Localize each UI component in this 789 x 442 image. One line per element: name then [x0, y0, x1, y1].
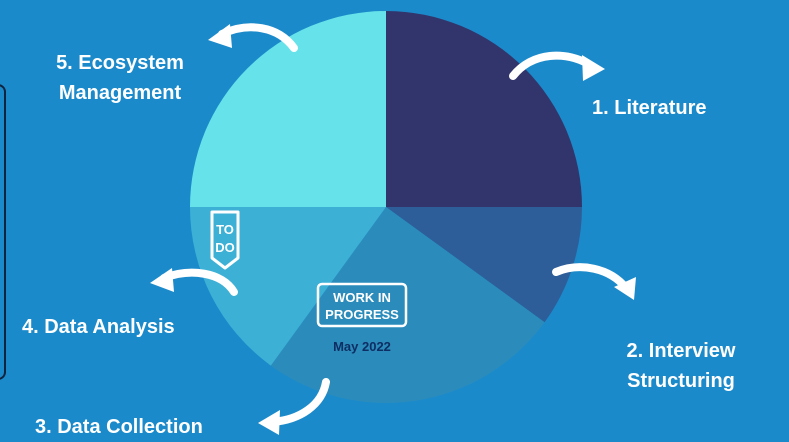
label-ecosystem-line1: 5. Ecosystem: [56, 52, 184, 74]
pie-slice-3: [270, 207, 545, 403]
todo-line2: DO: [215, 240, 235, 255]
arrow-literature: [509, 51, 605, 81]
label-literature: 1. Literature: [592, 97, 707, 119]
todo-badge-icon: TO DO: [210, 210, 240, 270]
label-data-analysis: 4. Data Analysis: [22, 316, 175, 338]
pie-slice-1: [386, 11, 582, 207]
curved-arrow-icon: [552, 263, 630, 292]
work-in-progress-stamp-icon: WORK IN PROGRESS: [316, 282, 408, 328]
arrow-ecosystem: [208, 23, 298, 52]
label-data-collection: 3. Data Collection: [35, 416, 203, 438]
arrow-interview: [552, 263, 636, 300]
label-interview-structuring: 2. Interview Structuring: [606, 336, 756, 396]
arrowhead-icon: [582, 55, 605, 81]
wip-line1: WORK IN: [333, 290, 391, 305]
pie-slice-5: [190, 11, 386, 207]
label-ecosystem-management: 5. Ecosystem Management: [40, 48, 200, 108]
arrowhead-icon: [208, 24, 232, 48]
pie-slice-2: [386, 207, 582, 323]
curved-arrow-icon: [268, 378, 330, 426]
arrowhead-icon: [614, 277, 636, 300]
arrowhead-icon: [150, 268, 174, 292]
arrow-data-analysis: [150, 268, 238, 296]
label-ecosystem-line2: Management: [58, 82, 182, 104]
wip-line2: PROGRESS: [325, 307, 399, 322]
date-label: May 2022: [333, 339, 391, 354]
label-interview-line2: Structuring: [627, 370, 735, 392]
todo-line1: TO: [216, 222, 234, 237]
arrow-data-collection: [258, 378, 330, 435]
arrowhead-icon: [258, 410, 280, 435]
label-interview-line1: 2. Interview: [626, 340, 736, 362]
